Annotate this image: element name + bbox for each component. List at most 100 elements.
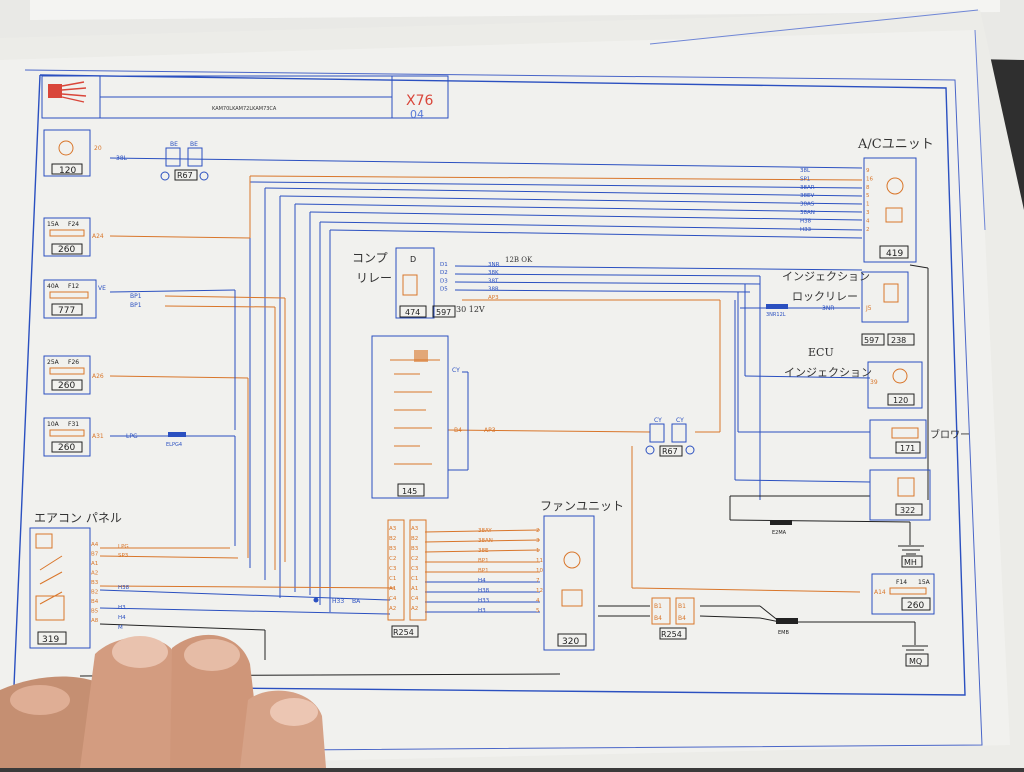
wire-label: BA [352,598,361,605]
pin-label: C2 [411,556,418,562]
pin-label: D5 [440,287,448,293]
ref-320: 320 [562,637,579,647]
wire-label: 38AN [478,538,493,544]
ref-319: 319 [42,635,59,645]
vehicle-code: KAM70LKAM72LKAM73CA [212,106,277,112]
fuse-rating: 25A [47,359,60,366]
wire-label: H33 [800,227,812,233]
ground-mq: EMB MQ [776,618,929,667]
wire-label: H33 [478,598,490,604]
wire-label: 3NR [488,262,500,268]
handwritten-label-ac-panel: エアコン パネル [34,511,122,525]
wire-label: BP1 [478,558,489,564]
pin-label: 5 [536,608,540,614]
wire-label: 38L [116,155,128,162]
wire-label: M [118,625,123,631]
relay-block-145: 145 CY B4 AP3 [371,335,496,499]
connector-3nr12l [766,304,788,309]
pin-label: B1 [654,603,662,610]
fuse-rating: 15A [918,579,931,586]
pin-label: B2 [411,536,418,542]
pin-label: B4 [91,599,99,605]
handwritten-label-injection: インジェクション [782,270,870,283]
pin-label: A1 [411,586,418,592]
pin-label: C4 [389,596,397,602]
pin-label: B4 [678,615,686,622]
wire-label: H3 [478,608,486,614]
pin-label: BE [190,141,198,148]
ref-r254: R254 [661,630,682,639]
pin-label: A1 [91,561,98,567]
fuse-f24: 15A F24 260 A24 [43,217,104,257]
hand-photo-foreground [0,634,326,768]
pin-label: CY [452,367,460,374]
wire-label: H38 [800,218,812,224]
connector-label: EMB [778,630,789,636]
pin-label: 9 [866,168,870,174]
pin-label: 3 [536,538,540,544]
pin-label: 3 [866,210,870,216]
wire-label: H38 [118,585,130,591]
ref-120: 120 [893,396,908,405]
component-322: 322 [869,469,931,521]
connector-label: ELPG4 [166,442,182,448]
page-border [13,74,966,696]
pin-label: 8 [866,185,870,191]
ref-260: 260 [907,601,924,611]
handwritten-label-ecu: ECU [808,346,834,359]
pin-label: C4 [411,596,419,602]
ground-mh: E2MA MH [770,520,924,568]
ground-ref: MQ [909,657,922,666]
component-120: 120 20 38L [43,129,128,177]
pin-label: A8 [91,618,99,624]
pin-label: A3 [411,526,419,532]
ref-r67: R67 [177,171,193,180]
ref-120: 120 [59,166,76,176]
connector-r67-middle: R67 CY CY [645,417,695,457]
pin-label: CY [676,417,684,424]
pin-label: A14 [874,589,886,596]
sheet-id: X76 [406,93,433,109]
pin-label: B3 [91,580,99,586]
pin-label: C1 [389,576,396,582]
handwritten-label-fan-unit: ファンユニット [540,499,624,513]
pin-label: 1 [866,202,870,208]
fuse-f14: F14 15A 260 A14 [871,573,935,615]
wire-label: AP3 [484,427,496,434]
fuse-rating: 10A [47,421,60,428]
pin-label: 12 [536,588,543,594]
pin-label: A24 [92,233,104,240]
ref-260: 260 [58,245,75,255]
fuse-id: F26 [68,359,79,366]
pin-label: 5 [866,193,870,199]
wire-label: 38K [488,270,499,276]
ref-474: 474 [405,308,420,317]
connector-r67-top: R67 BE BE [160,141,209,181]
connector-label: E2MA [772,530,787,536]
wire-label: H38 [478,588,490,594]
ref-597: 597 [436,308,451,317]
connector-label: 3NR12L [766,312,786,318]
pin-label: B1 [678,603,686,610]
pin-label: 16 [866,176,873,182]
pin-label: BE [170,141,178,148]
paper-sheet [0,30,1010,768]
handwritten-label-ac-unit: A/Cユニット [857,137,934,152]
wire-label: SP3 [118,553,129,559]
wire-label: 38EV [800,193,814,199]
wire-label: 38AN [800,210,815,216]
wire-label: 38E [478,548,489,554]
pin-label: 11 [536,558,543,564]
injection-lock-relay-238: 597 238 インジェクション ロックリレー 3NR12L 3NR J5 [766,270,915,346]
ref-419: 419 [886,249,903,259]
pin-label: B3 [411,546,419,552]
wire-label: 38R [488,287,499,293]
fuse-id: F31 [68,421,79,428]
connector-emb [776,618,798,624]
pin-label: C1 [411,576,418,582]
fuse-rating: 40A [47,283,60,290]
pin-label: B7 [91,552,99,558]
